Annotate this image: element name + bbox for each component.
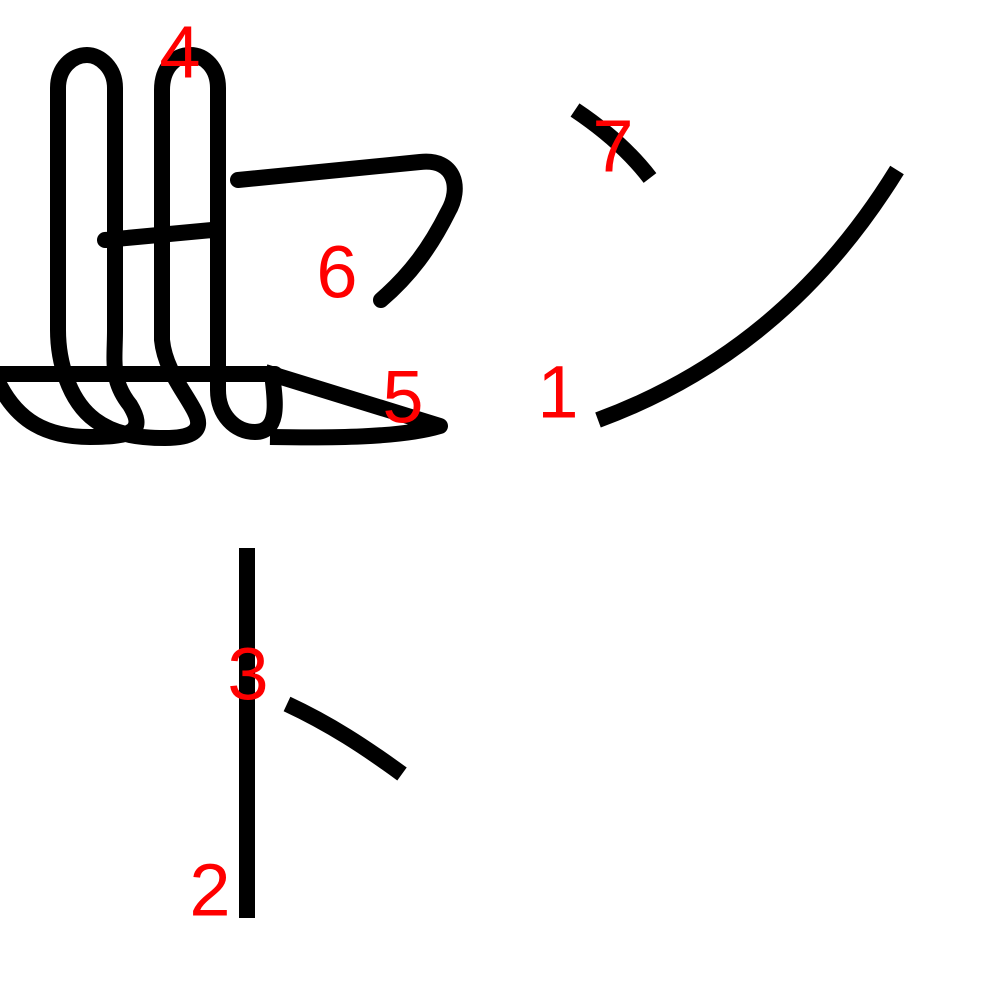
stroke-number-1: 1 xyxy=(537,351,578,434)
stroke-number-2: 2 xyxy=(189,849,230,932)
stroke-5 xyxy=(262,364,448,446)
stroke-number-6: 6 xyxy=(316,231,357,314)
stroke-6 xyxy=(230,153,463,308)
stroke-7 xyxy=(570,103,657,183)
stroke-number-7: 7 xyxy=(592,105,633,188)
stroke-number-3: 3 xyxy=(227,633,268,716)
stroke-3 xyxy=(283,696,407,781)
stroke-number-4: 4 xyxy=(159,11,200,94)
stroke-4 xyxy=(0,47,283,446)
stroke-number-5: 5 xyxy=(382,356,423,439)
stroke-1 xyxy=(595,165,904,428)
